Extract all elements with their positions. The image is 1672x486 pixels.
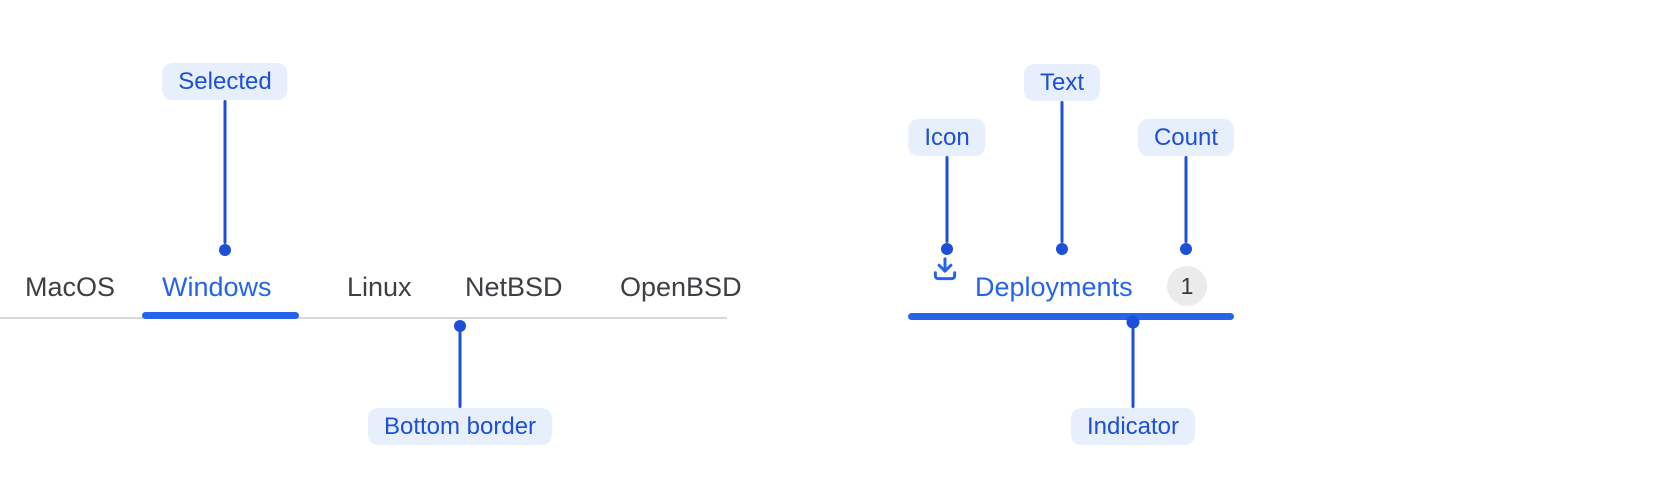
download-icon xyxy=(933,257,957,281)
indicator-callout-dot xyxy=(1126,315,1140,329)
tab-list-bottom-border xyxy=(0,317,727,319)
selected-tab-underline xyxy=(142,312,299,319)
indicator-callout-line xyxy=(1131,327,1135,408)
tab-macos[interactable]: MacOS xyxy=(25,272,116,302)
selected-callout-line xyxy=(223,100,227,244)
tab-netbsd[interactable]: NetBSD xyxy=(465,272,563,302)
text-callout-dot xyxy=(1056,243,1068,255)
text-annotation-label: Text xyxy=(1023,64,1101,101)
selected-tab-indicator xyxy=(908,313,1234,320)
icon-callout-line xyxy=(945,156,949,243)
tab-linux[interactable]: Linux xyxy=(347,272,412,302)
bottom-border-annotation-label: Bottom border xyxy=(367,408,553,445)
tab-openbsd[interactable]: OpenBSD xyxy=(620,272,742,302)
icon-annotation-label: Icon xyxy=(908,119,986,156)
count-badge: 1 xyxy=(1167,266,1207,306)
selected-callout-dot xyxy=(219,244,231,256)
icon-callout-dot xyxy=(941,243,953,255)
indicator-annotation-label: Indicator xyxy=(1070,408,1196,445)
count-annotation-label: Count xyxy=(1137,119,1235,156)
bottom-border-callout-line xyxy=(458,331,462,408)
bottom-border-callout-dot xyxy=(454,320,466,332)
count-badge-value: 1 xyxy=(1180,272,1194,299)
text-callout-line xyxy=(1060,101,1064,243)
tab-windows[interactable]: Windows xyxy=(162,272,272,302)
count-callout-dot xyxy=(1180,243,1192,255)
selected-annotation-label: Selected xyxy=(162,63,288,100)
tab-deployments[interactable]: Deployments xyxy=(975,272,1133,302)
count-callout-line xyxy=(1184,156,1188,243)
